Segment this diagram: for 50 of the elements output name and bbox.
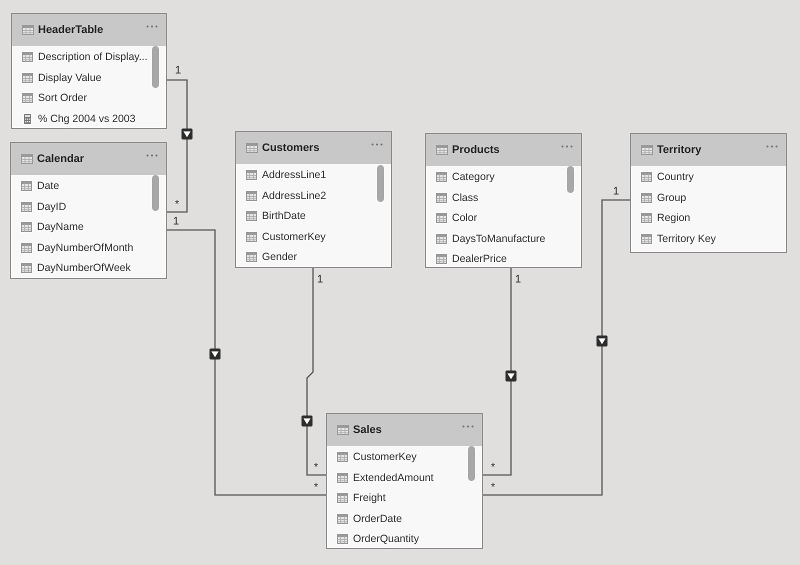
field-name: Region xyxy=(657,211,690,225)
cardinality-label: * xyxy=(314,482,318,494)
table-card xyxy=(10,142,167,279)
field-name: DayName xyxy=(37,220,84,234)
field-name: Date xyxy=(37,179,60,193)
field-name: BirthDate xyxy=(262,209,306,223)
field-name: DaysToManufacture xyxy=(452,232,546,246)
table-card xyxy=(630,133,787,253)
field-name: Color xyxy=(452,211,478,225)
field-name: Display Value xyxy=(38,70,102,84)
table-title: Sales xyxy=(353,423,382,437)
field-name: CustomerKey xyxy=(353,450,417,464)
table-card xyxy=(425,133,582,268)
cardinality-label: 1 xyxy=(172,216,180,228)
cardinality-label: * xyxy=(174,200,180,210)
field-name: DayNumberOfMonth xyxy=(37,240,134,254)
field-name: DayNumberOfWeek xyxy=(37,261,131,275)
field-name: DayID xyxy=(37,200,66,214)
field-name: Territory Key xyxy=(657,232,716,246)
cardinality-label: * xyxy=(490,482,496,494)
table-title: Customers xyxy=(262,141,320,155)
field-name: Group xyxy=(657,190,686,204)
table-title: Products xyxy=(452,143,500,157)
field-name: Freight xyxy=(353,491,386,505)
cardinality-label: 1 xyxy=(514,274,522,286)
field-name: DealerPrice xyxy=(452,252,507,266)
table-card xyxy=(235,131,392,268)
field-name: OrderDate xyxy=(353,512,402,526)
table-title: Calendar xyxy=(37,152,84,166)
field-name: AddressLine2 xyxy=(262,188,326,202)
field-name: % Chg 2004 vs 2003 xyxy=(38,112,136,126)
table-card xyxy=(11,13,167,129)
field-name: Sort Order xyxy=(38,91,88,105)
cardinality-label: * xyxy=(490,462,496,474)
cardinality-label: 1 xyxy=(612,186,620,198)
table-card xyxy=(326,413,483,549)
field-name: Category xyxy=(452,170,495,184)
table-title: HeaderTable xyxy=(38,23,104,37)
table-title: Territory xyxy=(657,143,702,157)
field-name: Class xyxy=(452,190,478,204)
field-name: ExtendedAmount xyxy=(353,470,434,484)
cardinality-label: * xyxy=(314,462,318,474)
field-name: Gender xyxy=(262,250,298,264)
field-name: OrderQuantity xyxy=(353,532,419,546)
field-name: Country xyxy=(657,170,694,184)
cardinality-label: 1 xyxy=(316,274,324,286)
field-name: AddressLine1 xyxy=(262,168,326,182)
field-name: Description of Display... xyxy=(38,50,148,64)
cardinality-label: 1 xyxy=(174,66,182,76)
field-name: CustomerKey xyxy=(262,230,326,244)
